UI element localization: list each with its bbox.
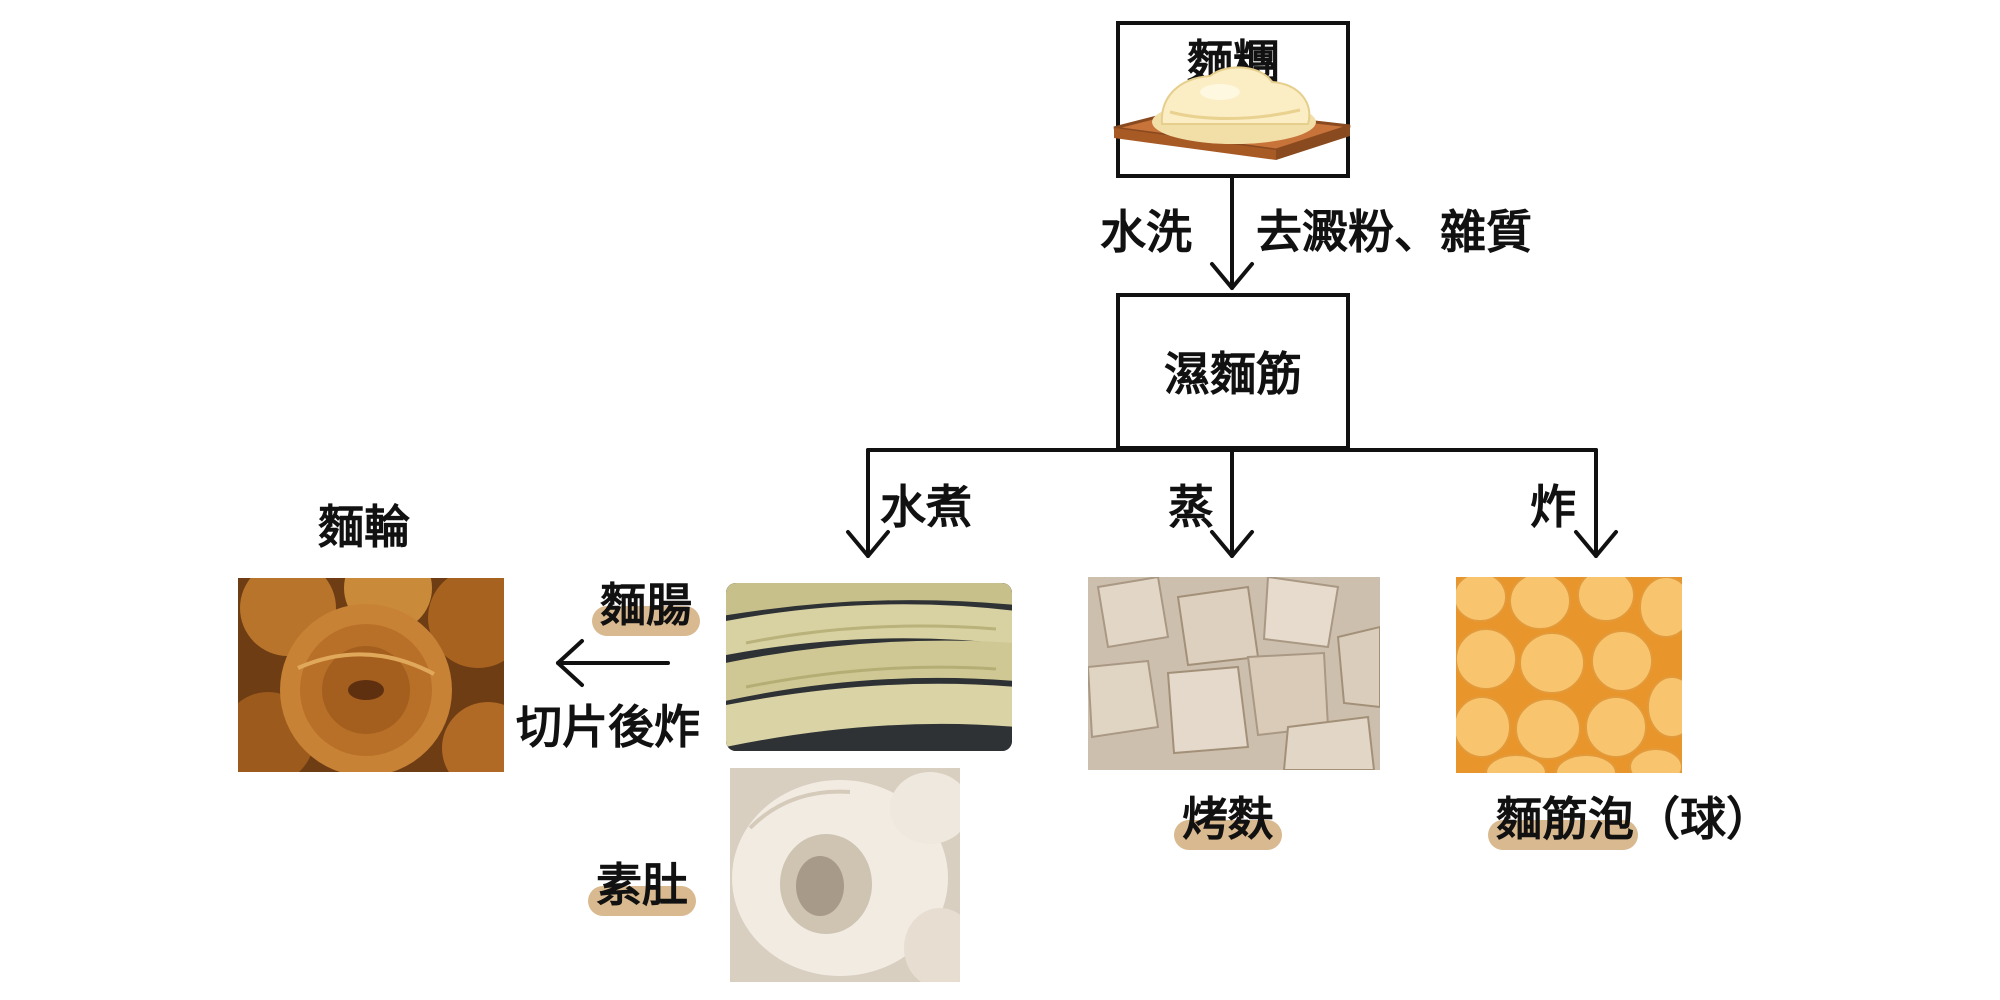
edge-label-wash: 水洗 bbox=[1100, 205, 1192, 259]
product-label-kaofu: 烤麩 bbox=[1174, 796, 1282, 850]
product-label-gluten-sausage: 麵腸 bbox=[592, 582, 700, 636]
gluten-ring-photo bbox=[238, 578, 504, 772]
gluten-sausage-photo bbox=[726, 583, 1012, 751]
arrowhead-boil bbox=[846, 530, 890, 558]
product-label-gluten-puff: 麵筋泡（球） bbox=[1488, 796, 1772, 850]
arrowhead-fry bbox=[1574, 530, 1618, 558]
edge-label-wash-note: 去澱粉、雜質 bbox=[1256, 205, 1532, 259]
product-label-vegetarian-tripe: 素肚 bbox=[588, 862, 696, 916]
edge-label-steam: 蒸 bbox=[1168, 480, 1214, 534]
arrowhead-slice-fry bbox=[556, 639, 584, 687]
arrowhead-steam bbox=[1210, 530, 1254, 558]
node-wet-gluten: 濕麵筋 bbox=[1116, 293, 1350, 450]
node-wet-gluten-label: 濕麵筋 bbox=[1164, 347, 1302, 401]
kaofu-photo bbox=[1088, 577, 1380, 770]
node-dough-label: 麵糰 bbox=[1187, 35, 1279, 89]
vegetarian-tripe-photo bbox=[730, 768, 960, 982]
arrowhead-wash bbox=[1210, 262, 1254, 290]
edge-label-boil: 水煮 bbox=[880, 480, 972, 534]
edge-label-slice-fry: 切片後炸 bbox=[516, 700, 700, 754]
gluten-puff-photo bbox=[1456, 577, 1682, 773]
node-dough: 麵糰 bbox=[1116, 21, 1350, 178]
product-label-gluten-ring: 麵輪 bbox=[318, 500, 410, 554]
edge-label-fry: 炸 bbox=[1530, 480, 1576, 534]
